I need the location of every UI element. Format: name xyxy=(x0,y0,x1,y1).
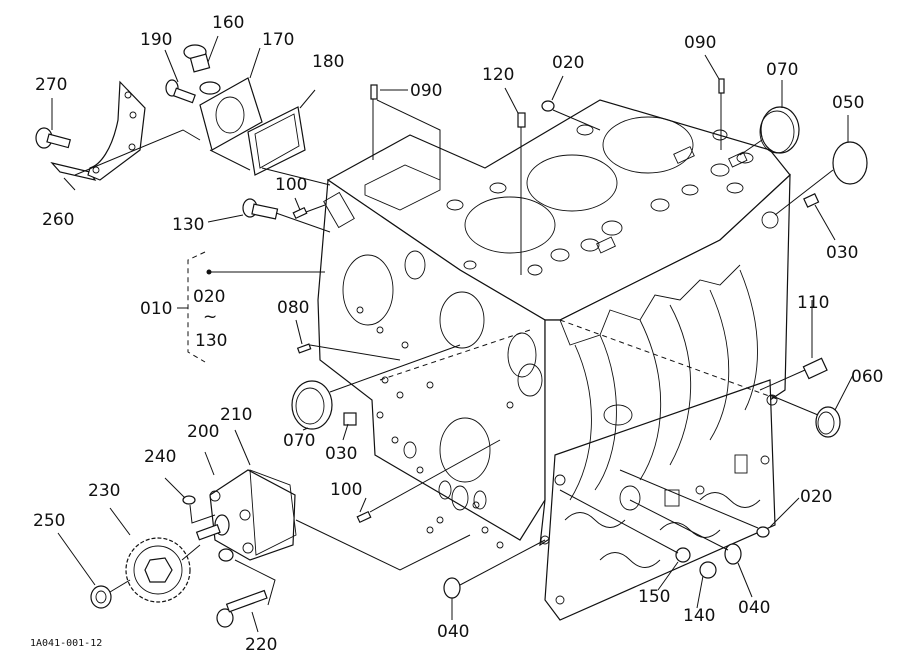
plug-030-right xyxy=(803,193,820,208)
plug-030-mid xyxy=(343,412,357,426)
pipe-120 xyxy=(517,112,526,128)
plug-160 xyxy=(183,44,211,73)
reference-code: 1A041-001-12 xyxy=(30,638,102,649)
callout-020-top[interactable]: 020 xyxy=(552,53,584,73)
callout-100-bottom[interactable]: 100 xyxy=(330,480,362,500)
callout-090-left[interactable]: 090 xyxy=(410,81,442,101)
callout-210[interactable]: 210 xyxy=(220,405,252,425)
callout-240[interactable]: 240 xyxy=(144,447,176,467)
assembly-range-start: 020 xyxy=(193,287,225,307)
callout-100-top[interactable]: 100 xyxy=(275,175,307,195)
callout-120[interactable]: 120 xyxy=(482,65,514,85)
callout-180[interactable]: 180 xyxy=(312,52,344,72)
bracket-260 xyxy=(50,80,146,181)
gasket-180 xyxy=(247,106,306,176)
nut-250 xyxy=(90,585,112,609)
leader-lines xyxy=(51,35,854,633)
oil-seal-070 xyxy=(291,380,333,430)
callout-270[interactable]: 270 xyxy=(35,75,67,95)
pin-090-left xyxy=(370,84,378,100)
callout-230[interactable]: 230 xyxy=(88,481,120,501)
callout-170[interactable]: 170 xyxy=(262,30,294,50)
plug-020-bottom xyxy=(756,526,770,538)
plug-040-right xyxy=(724,543,742,565)
bolt-270 xyxy=(35,127,72,149)
callout-040-right[interactable]: 040 xyxy=(738,598,770,618)
callout-050[interactable]: 050 xyxy=(832,93,864,113)
pin-100-top xyxy=(292,206,308,220)
seal-060 xyxy=(815,406,841,438)
bushing-110 xyxy=(802,357,828,380)
assembly-range-end: 130 xyxy=(195,331,227,351)
callout-020-bottom[interactable]: 020 xyxy=(800,487,832,507)
bolt-190 xyxy=(165,79,196,104)
callout-220[interactable]: 220 xyxy=(245,635,277,655)
bolt-220 xyxy=(216,589,268,628)
plug-140 xyxy=(699,561,717,579)
callout-060[interactable]: 060 xyxy=(851,367,883,387)
callout-030-mid[interactable]: 030 xyxy=(325,444,357,464)
callout-030-right[interactable]: 030 xyxy=(826,243,858,263)
plug-070-top xyxy=(759,106,800,154)
callout-190[interactable]: 190 xyxy=(140,30,172,50)
callout-080[interactable]: 080 xyxy=(277,298,309,318)
plug-020-top xyxy=(541,100,555,112)
callout-250[interactable]: 250 xyxy=(33,511,65,531)
callout-090-right[interactable]: 090 xyxy=(684,33,716,53)
callout-110[interactable]: 110 xyxy=(797,293,829,313)
callout-labels: 270 190 160 170 180 260 090 120 020 090 … xyxy=(30,13,883,655)
pin-080 xyxy=(296,343,312,354)
gear-230 xyxy=(125,537,191,603)
cylinder-block xyxy=(317,99,791,621)
assembly-group-bracket xyxy=(177,251,206,363)
joint-bolt-130 xyxy=(242,198,279,220)
callout-260[interactable]: 260 xyxy=(42,210,74,230)
callout-150[interactable]: 150 xyxy=(638,587,670,607)
assembly-group-label[interactable]: 010 xyxy=(140,299,172,319)
pin-100-bottom xyxy=(356,510,372,524)
callout-130[interactable]: 130 xyxy=(172,215,204,235)
callout-140[interactable]: 140 xyxy=(683,606,715,626)
plug-040-left xyxy=(443,577,461,599)
callout-200[interactable]: 200 xyxy=(187,422,219,442)
callout-070-top[interactable]: 070 xyxy=(766,60,798,80)
plug-050 xyxy=(832,141,868,185)
assembly-range-separator: ~ xyxy=(203,307,217,327)
pin-090-right xyxy=(718,78,725,94)
callout-040-left[interactable]: 040 xyxy=(437,622,469,642)
oil-pump-200 xyxy=(195,469,297,562)
key-240 xyxy=(182,495,196,505)
callout-070-left[interactable]: 070 xyxy=(283,431,315,451)
cover-170 xyxy=(199,77,263,151)
gasket-150 xyxy=(675,547,691,563)
callout-160[interactable]: 160 xyxy=(212,13,244,33)
